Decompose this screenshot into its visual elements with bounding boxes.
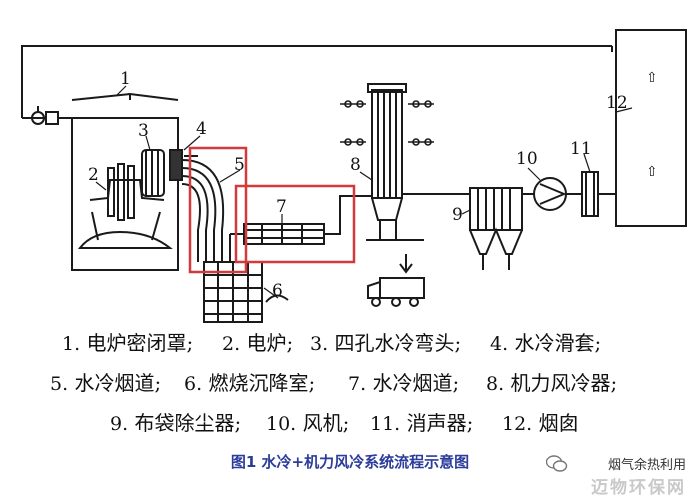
legend-text: 水冷滑套; bbox=[514, 331, 602, 355]
legend-text: 消声器; bbox=[406, 411, 474, 435]
legend-num: 5. bbox=[50, 373, 69, 395]
legend-num: 8. bbox=[486, 373, 505, 395]
legend-num: 3. bbox=[310, 333, 329, 355]
highlight-box-7 bbox=[234, 184, 356, 264]
legend-num: 1. bbox=[62, 333, 81, 355]
legend-text: 电炉; bbox=[246, 331, 294, 355]
silencer bbox=[581, 171, 616, 217]
component-number-1: 1 bbox=[120, 69, 131, 89]
watermark: 烟气余热利用 迈物环保网 bbox=[536, 452, 686, 498]
cooler-fan-icons bbox=[340, 100, 434, 146]
figure-caption: 图1 水冷+机力风冷系统流程示意图 bbox=[230, 453, 470, 471]
legend-num: 9. bbox=[110, 413, 129, 435]
legend-num: 4. bbox=[490, 333, 509, 355]
chimney-symbol-top: ⇧ bbox=[646, 70, 658, 86]
legend-text: 机力风冷器; bbox=[510, 371, 618, 395]
legend-num: 11. bbox=[370, 413, 401, 435]
chimney bbox=[615, 29, 687, 227]
component-number-10: 10 bbox=[516, 149, 538, 169]
bag-filter bbox=[469, 187, 532, 270]
component-number-7: 7 bbox=[276, 197, 287, 217]
component-number-5: 5 bbox=[234, 155, 245, 175]
highlight-boxes bbox=[188, 146, 356, 274]
highlight-box-5 bbox=[188, 146, 248, 274]
legend-text: 四孔水冷弯头; bbox=[334, 331, 462, 355]
water-cooled-duct-5 bbox=[181, 159, 225, 262]
legend-text: 电炉密闭罩; bbox=[86, 331, 194, 355]
legend-num: 2. bbox=[222, 333, 241, 355]
water-cooled-elbow bbox=[141, 149, 165, 197]
return-duct bbox=[21, 45, 613, 119]
fan-icon bbox=[532, 177, 582, 211]
legend-text: 燃烧沉降室; bbox=[208, 371, 316, 395]
legend-text: 烟囱 bbox=[538, 411, 579, 435]
chimney-symbol-bottom: ⇧ bbox=[646, 164, 658, 180]
leader-lines bbox=[95, 85, 633, 299]
component-number-11: 11 bbox=[570, 139, 592, 159]
legend-num: 10. bbox=[266, 413, 297, 435]
legend-text: 布袋除尘器; bbox=[134, 411, 242, 435]
legend-num: 6. bbox=[184, 373, 203, 395]
legend-text: 水冷烟道; bbox=[74, 371, 162, 395]
component-number-8: 8 bbox=[350, 155, 361, 175]
legend-text: 风机; bbox=[302, 411, 350, 435]
legend-text: 水冷烟道; bbox=[372, 371, 460, 395]
component-number-9: 9 bbox=[452, 205, 463, 225]
legend-num: 7. bbox=[348, 373, 367, 395]
component-number-12: 12 bbox=[606, 93, 628, 113]
watermark-top: 烟气余热利用 bbox=[607, 458, 686, 473]
legend-num: 12. bbox=[502, 413, 533, 435]
component-number-6: 6 bbox=[272, 281, 283, 301]
valve-icon bbox=[31, 106, 72, 125]
component-number-3: 3 bbox=[138, 121, 149, 141]
air-cooler bbox=[352, 83, 470, 221]
component-number-2: 2 bbox=[88, 165, 99, 185]
component-number-4: 4 bbox=[196, 119, 207, 139]
wechat-icon bbox=[546, 455, 568, 472]
truck-icon bbox=[367, 254, 425, 307]
dust-conveyor bbox=[366, 220, 424, 241]
furnace-hood bbox=[71, 92, 179, 271]
water-cooled-duct-7 bbox=[229, 195, 352, 262]
electric-furnace bbox=[77, 163, 173, 249]
watermark-bottom: 迈物环保网 bbox=[591, 478, 686, 498]
